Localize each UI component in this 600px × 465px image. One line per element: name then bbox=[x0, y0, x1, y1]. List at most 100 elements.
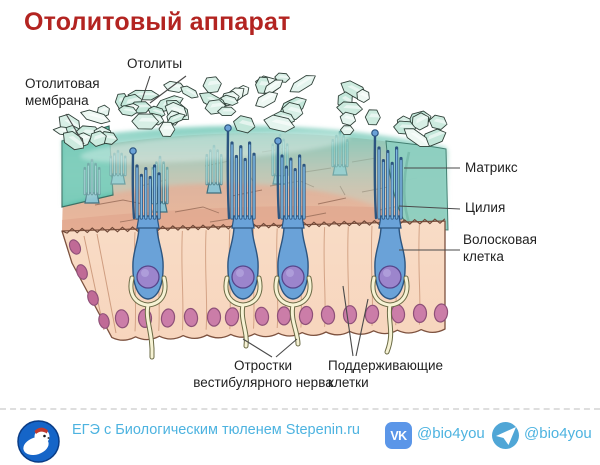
crystal-facet bbox=[180, 85, 199, 99]
support-cell-nucleus bbox=[206, 307, 222, 327]
crystal-highlight bbox=[163, 125, 175, 130]
otolith-crystal bbox=[167, 112, 186, 125]
page-title: Отолитовый аппарат bbox=[24, 8, 291, 36]
otolith-crystal bbox=[403, 128, 430, 147]
paper-plane-icon bbox=[496, 427, 516, 445]
vk-handle-link[interactable]: @bio4you bbox=[417, 425, 485, 442]
cilia-line bbox=[398, 205, 461, 210]
crystal-highlight bbox=[416, 115, 429, 124]
support-cell-nucleus bbox=[342, 305, 358, 325]
otoliths-line bbox=[141, 75, 151, 101]
telegram-handle-link[interactable]: @bio4you bbox=[524, 425, 592, 442]
vk-icon-glyph: VK bbox=[390, 428, 407, 443]
otolith-crystal bbox=[289, 75, 316, 93]
otoliths-line bbox=[149, 75, 187, 104]
support-cell-nucleus bbox=[364, 304, 380, 324]
crystal-highlight bbox=[343, 105, 363, 110]
nerve-fiber bbox=[273, 275, 313, 347]
label-otolithic-membrane: Отолитовая мембрана bbox=[25, 76, 100, 109]
crystal-highlight bbox=[93, 133, 107, 141]
support-cell-nucleus bbox=[87, 290, 99, 306]
kinocilium-tip bbox=[274, 137, 282, 145]
label-nerve-line2: вестибулярного нерва bbox=[193, 374, 333, 390]
otolith-crystal bbox=[118, 105, 138, 117]
vk-icon[interactable]: VK bbox=[385, 422, 412, 449]
support-cell-nucleus bbox=[276, 306, 292, 326]
otolith-crystal bbox=[339, 125, 355, 135]
label-support-line2: клетки bbox=[328, 374, 369, 390]
crystal-highlight bbox=[100, 107, 110, 113]
label-support-line1: Поддерживающие bbox=[328, 358, 444, 373]
otolith-crystal bbox=[80, 109, 111, 125]
hair-cell-nucleus bbox=[281, 265, 305, 289]
support-cell-nucleus bbox=[298, 305, 314, 326]
gel-sheen bbox=[80, 130, 350, 164]
footer-bar: ЕГЭ с Биологическим тюленем Stepenin.ru … bbox=[0, 408, 600, 465]
cell-divider bbox=[205, 230, 208, 330]
kinocilium bbox=[131, 151, 136, 220]
crystal-highlight bbox=[185, 89, 199, 97]
crystal-highlight bbox=[207, 80, 222, 86]
crystal-highlight bbox=[287, 106, 303, 114]
otolith-crystal bbox=[263, 114, 295, 133]
kinocilium bbox=[276, 141, 281, 220]
nucleus-highlight bbox=[236, 269, 244, 277]
matrix-face-shade bbox=[402, 151, 412, 227]
crystal-highlight bbox=[170, 106, 187, 116]
telegram-icon[interactable] bbox=[492, 422, 519, 449]
otolith-crystal bbox=[336, 101, 363, 116]
nucleus-highlight bbox=[286, 269, 294, 277]
otolith-crystal bbox=[89, 130, 107, 147]
kinocilium bbox=[373, 133, 378, 220]
seal-logo-icon bbox=[17, 420, 60, 463]
leader-lines bbox=[65, 75, 461, 358]
hair-cell-nucleus bbox=[136, 265, 160, 289]
support-cell-nucleus bbox=[433, 303, 449, 323]
kinocilium bbox=[226, 128, 231, 220]
crystal-highlight bbox=[126, 97, 142, 104]
hair-cells bbox=[128, 124, 410, 360]
label-nerve-line1: Отростки bbox=[233, 358, 293, 373]
crystal-highlight bbox=[171, 114, 185, 121]
crystal-highlight bbox=[261, 93, 278, 103]
crystal-highlight bbox=[68, 136, 84, 148]
label-hair-cell-line2: клетка bbox=[463, 248, 504, 264]
otolith-crystal bbox=[428, 114, 448, 130]
otolith-crystal bbox=[180, 85, 199, 99]
otolith-crystal bbox=[131, 113, 160, 130]
brand-line1: ЕГЭ с Биологическим тюленем bbox=[72, 422, 282, 438]
otolith-crystal bbox=[356, 88, 370, 103]
nerve-stem bbox=[290, 303, 300, 346]
support-cell-nucleus bbox=[98, 313, 110, 329]
label-hair-cell: Волосковая клетка bbox=[463, 232, 537, 265]
otolith-crystal bbox=[233, 115, 256, 134]
otolith-crystal bbox=[202, 76, 222, 94]
nerve-stem bbox=[385, 303, 393, 354]
crystal-highlight bbox=[359, 92, 370, 99]
crystal-highlight bbox=[399, 124, 416, 129]
cell-divider bbox=[96, 233, 117, 334]
nerve-fiber bbox=[128, 275, 168, 360]
label-membrane-line1: Отолитовая bbox=[25, 76, 100, 91]
nucleus-highlight bbox=[141, 269, 149, 277]
otolith-crystal bbox=[158, 121, 176, 137]
crystal-highlight bbox=[271, 119, 295, 128]
crystal-highlight bbox=[135, 92, 159, 96]
hair-cell-nucleus bbox=[378, 265, 402, 289]
support-cell-nucleus bbox=[160, 308, 176, 328]
nucleus-highlight bbox=[383, 269, 391, 277]
otolith-crystal bbox=[364, 109, 381, 126]
crystal-highlight bbox=[344, 115, 356, 121]
crystal-highlight bbox=[152, 109, 165, 115]
hair-cell-nucleus bbox=[231, 265, 255, 289]
nerve-line bbox=[242, 338, 273, 358]
crystal-highlight bbox=[343, 127, 354, 131]
support-cell-nucleus bbox=[224, 307, 240, 327]
support-cell-nucleus bbox=[68, 239, 82, 255]
crystal-highlight bbox=[210, 102, 226, 108]
crystal-highlight bbox=[224, 97, 238, 103]
label-hair-cell-line1: Волосковая bbox=[463, 232, 537, 247]
crack-line bbox=[317, 197, 347, 205]
crack-line bbox=[174, 206, 220, 214]
crystal-highlight bbox=[238, 119, 255, 127]
